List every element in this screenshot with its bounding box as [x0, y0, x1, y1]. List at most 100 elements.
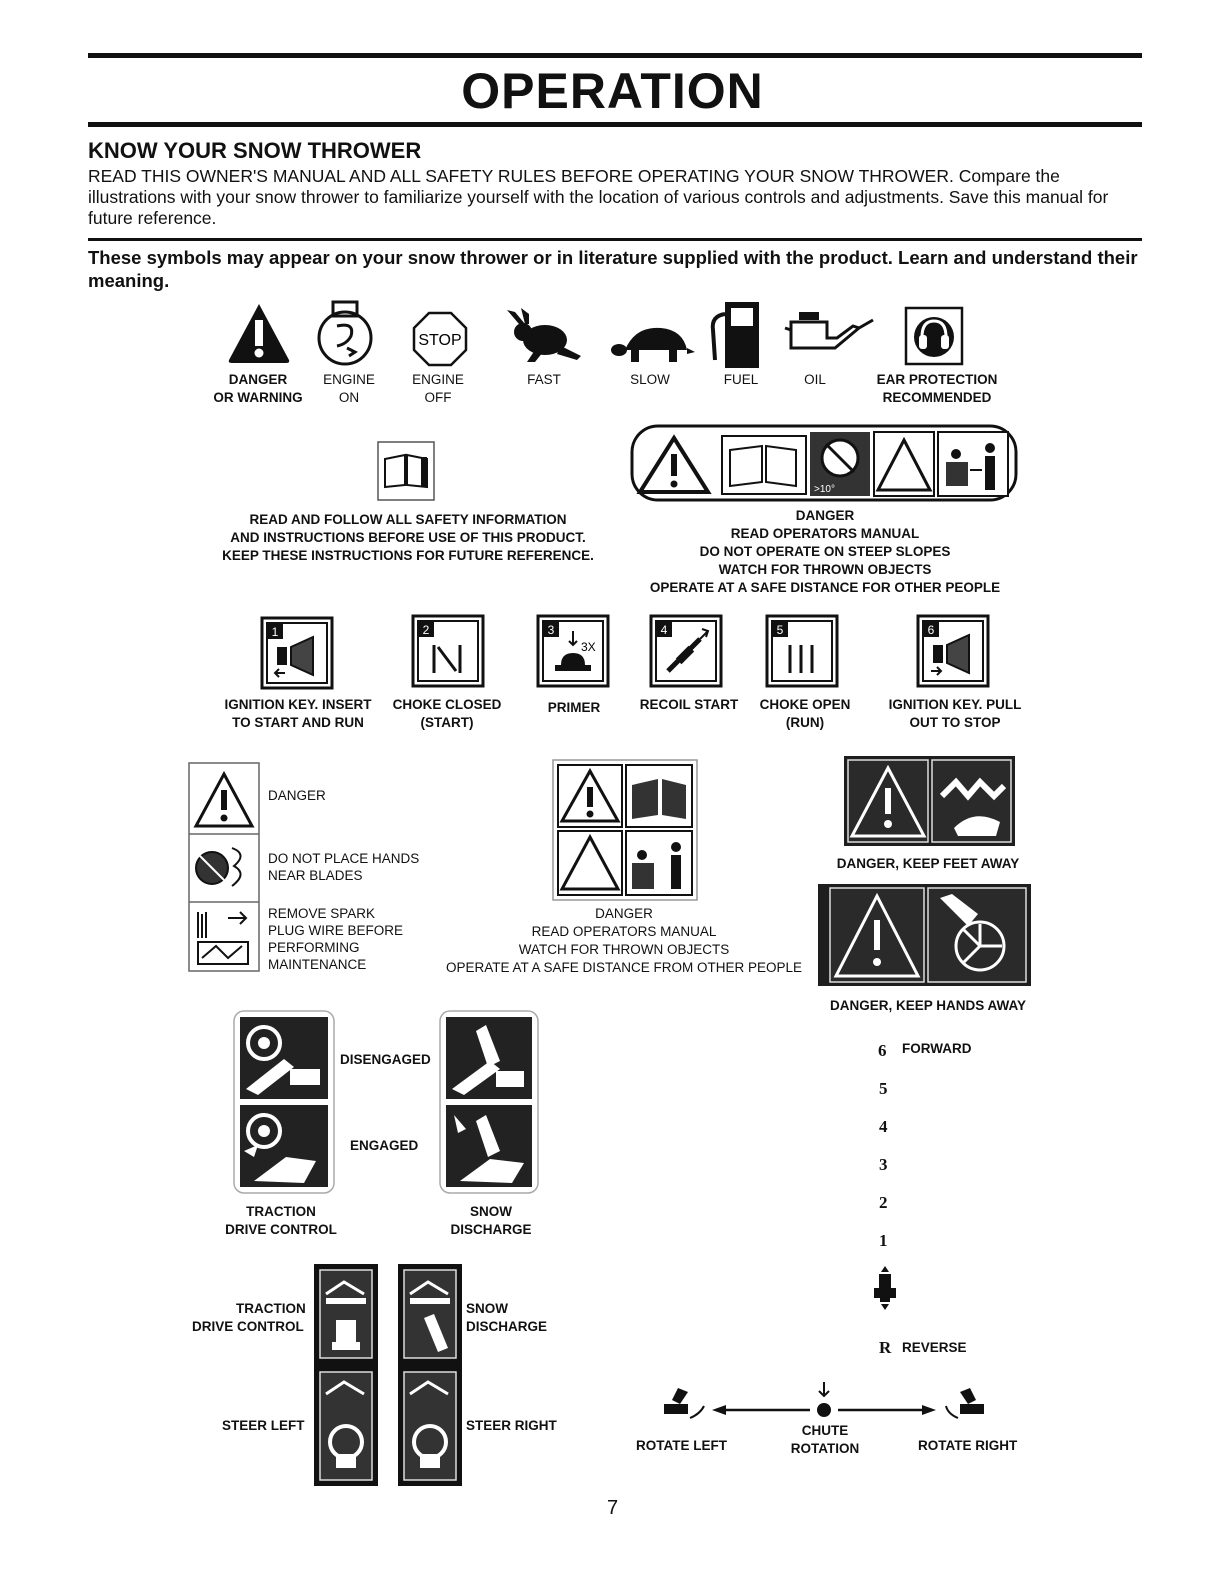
small-traction-label-1: TRACTION	[236, 1301, 306, 1316]
caption-choke-closed: CHOKE CLOSED (START)	[393, 696, 502, 732]
caption-line: CHOKE OPEN	[759, 697, 851, 712]
caption-line: WATCH FOR THROWN OBJECTS	[518, 942, 730, 957]
oil-can-icon	[784, 312, 874, 350]
gear-r: R	[879, 1338, 892, 1357]
caption-line: IGNITION KEY. PULL	[888, 697, 1022, 712]
turtle-slow-icon	[611, 327, 695, 362]
forward-label: FORWARD	[902, 1041, 972, 1056]
caption-line: CHOKE CLOSED	[392, 697, 502, 712]
caption-recoil-start: RECOIL START	[640, 696, 739, 714]
caption-line: FAST	[527, 372, 561, 387]
caption-line: CHUTE	[801, 1423, 849, 1438]
caption-engine-off: ENGINE OFF	[412, 371, 464, 407]
snow-discharge-control-icon	[439, 1010, 539, 1194]
symbols-note: These symbols may appear on your snow th…	[88, 247, 1138, 291]
ignition-key-insert-icon: 1	[260, 616, 334, 690]
caption-line: FUEL	[723, 372, 759, 387]
primer-count: 3X	[581, 640, 596, 654]
step-number: 1	[272, 625, 279, 639]
step-number: 2	[423, 623, 430, 637]
caption-line: SNOW	[469, 1204, 512, 1219]
rotate-right-chute-icon	[960, 1388, 976, 1404]
gear-3: 3	[879, 1155, 888, 1174]
caption-line: DANGER	[795, 508, 855, 523]
caption-line: DANGER	[228, 372, 288, 387]
engine-off-stop-icon: STOP	[412, 311, 468, 367]
steer-right-label: STEER RIGHT	[466, 1418, 557, 1433]
caption-line: RECOMMENDED	[882, 390, 992, 405]
caption-line: ON	[338, 390, 360, 405]
traction-drive-control-icon	[233, 1010, 335, 1194]
gear-2: 2	[879, 1193, 888, 1212]
caption-line: DISCHARGE	[450, 1222, 532, 1237]
intro-caps: READ THIS OWNER'S MANUAL AND ALL SAFETY …	[88, 166, 954, 186]
left-decal-spark-label-3: PERFORMING	[268, 940, 360, 955]
gear-6: 6	[878, 1041, 887, 1060]
gear-4: 4	[879, 1117, 888, 1136]
caption-line: READ OPERATORS MANUAL	[531, 924, 717, 939]
choke-closed-icon: 2	[411, 614, 485, 688]
engine-on-icon	[317, 300, 373, 366]
caption-line: (START)	[420, 715, 474, 730]
caption-line: OPERATE AT A SAFE DISTANCE FROM OTHER PE…	[445, 960, 803, 975]
left-decal-danger-label: DANGER	[268, 788, 326, 803]
ear-protection-icon	[904, 306, 964, 366]
snow-discharge-caption: SNOW DISCHARGE	[450, 1203, 531, 1239]
caption-line: SLOW	[630, 372, 670, 387]
small-traction-label-2: DRIVE CONTROL	[192, 1319, 304, 1334]
caption-fast: FAST	[527, 371, 561, 389]
caption-line: DO NOT OPERATE ON STEEP SLOPES	[699, 544, 951, 559]
left-decal-hands-label-2: NEAR BLADES	[268, 868, 363, 883]
caption-line: OPERATE AT A SAFE DISTANCE FOR OTHER PEO…	[649, 580, 1001, 595]
caption-line: ROTATION	[790, 1441, 860, 1456]
caption-line: (RUN)	[785, 715, 825, 730]
keep-hands-caption: DANGER, KEEP HANDS AWAY	[829, 998, 1027, 1013]
ignition-key-pull-icon: 6	[916, 614, 990, 688]
center-danger-decal-icon	[552, 759, 698, 901]
rotate-right-label: ROTATE RIGHT	[918, 1438, 1018, 1453]
caption-choke-open: CHOKE OPEN (RUN)	[760, 696, 851, 732]
choke-open-icon: 5	[765, 614, 839, 688]
caption-line: READ AND FOLLOW ALL SAFETY INFORMATION	[249, 512, 567, 527]
recoil-start-icon: 4	[649, 614, 723, 688]
disengaged-label: DISENGAGED	[340, 1052, 431, 1067]
caption-line: OR WARNING	[213, 390, 303, 405]
caption-engine-on: ENGINE ON	[323, 371, 375, 407]
caption-line: TO START AND RUN	[232, 715, 364, 730]
page-number: 7	[606, 1497, 619, 1519]
caption-line: AND INSTRUCTIONS BEFORE USE OF THIS PROD…	[230, 530, 586, 545]
stop-text: STOP	[418, 332, 461, 349]
caption-line: TRACTION	[246, 1204, 316, 1219]
left-decal-spark-label-1: REMOVE SPARK	[268, 906, 376, 921]
step-number: 4	[661, 623, 668, 637]
caption-line: IGNITION KEY. INSERT	[224, 697, 372, 712]
danger-warning-icon	[228, 304, 290, 363]
caption-oil: OIL	[804, 371, 826, 389]
reverse-label: REVERSE	[902, 1340, 967, 1355]
caption-danger: DANGER OR WARNING	[213, 371, 302, 407]
manual-caption: READ AND FOLLOW ALL SAFETY INFORMATION AN…	[222, 511, 594, 565]
gear-1: 1	[879, 1231, 888, 1250]
rotate-left-chute-icon	[672, 1388, 688, 1404]
gear-5: 5	[879, 1079, 888, 1098]
caption-line: KEEP THESE INSTRUCTIONS FOR FUTURE REFER…	[222, 548, 594, 563]
left-decal-spark-label-4: MAINTENANCE	[268, 957, 367, 972]
caption-primer: PRIMER	[548, 699, 601, 717]
rotate-left-label: ROTATE LEFT	[636, 1438, 727, 1453]
caption-line: ENGINE	[323, 372, 375, 387]
small-snow-label-2: DISCHARGE	[466, 1319, 548, 1334]
engaged-label: ENGAGED	[350, 1138, 419, 1153]
left-decal-spark-label-2: PLUG WIRE BEFORE	[268, 923, 404, 938]
rabbit-fast-icon	[507, 308, 581, 362]
caption-line: ENGINE	[412, 372, 464, 387]
decal-caption: DANGER READ OPERATORS MANUAL DO NOT OPERAT…	[650, 507, 1000, 597]
chute-rotation-caption: CHUTE ROTATION	[791, 1422, 860, 1458]
caption-line: WATCH FOR THROWN OBJECTS	[718, 562, 932, 577]
keep-hands-away-icon	[818, 884, 1031, 986]
caption-line: READ OPERATORS MANUAL	[730, 526, 920, 541]
caption-line: OFF	[424, 390, 452, 405]
slope-text: >10°	[814, 484, 835, 495]
